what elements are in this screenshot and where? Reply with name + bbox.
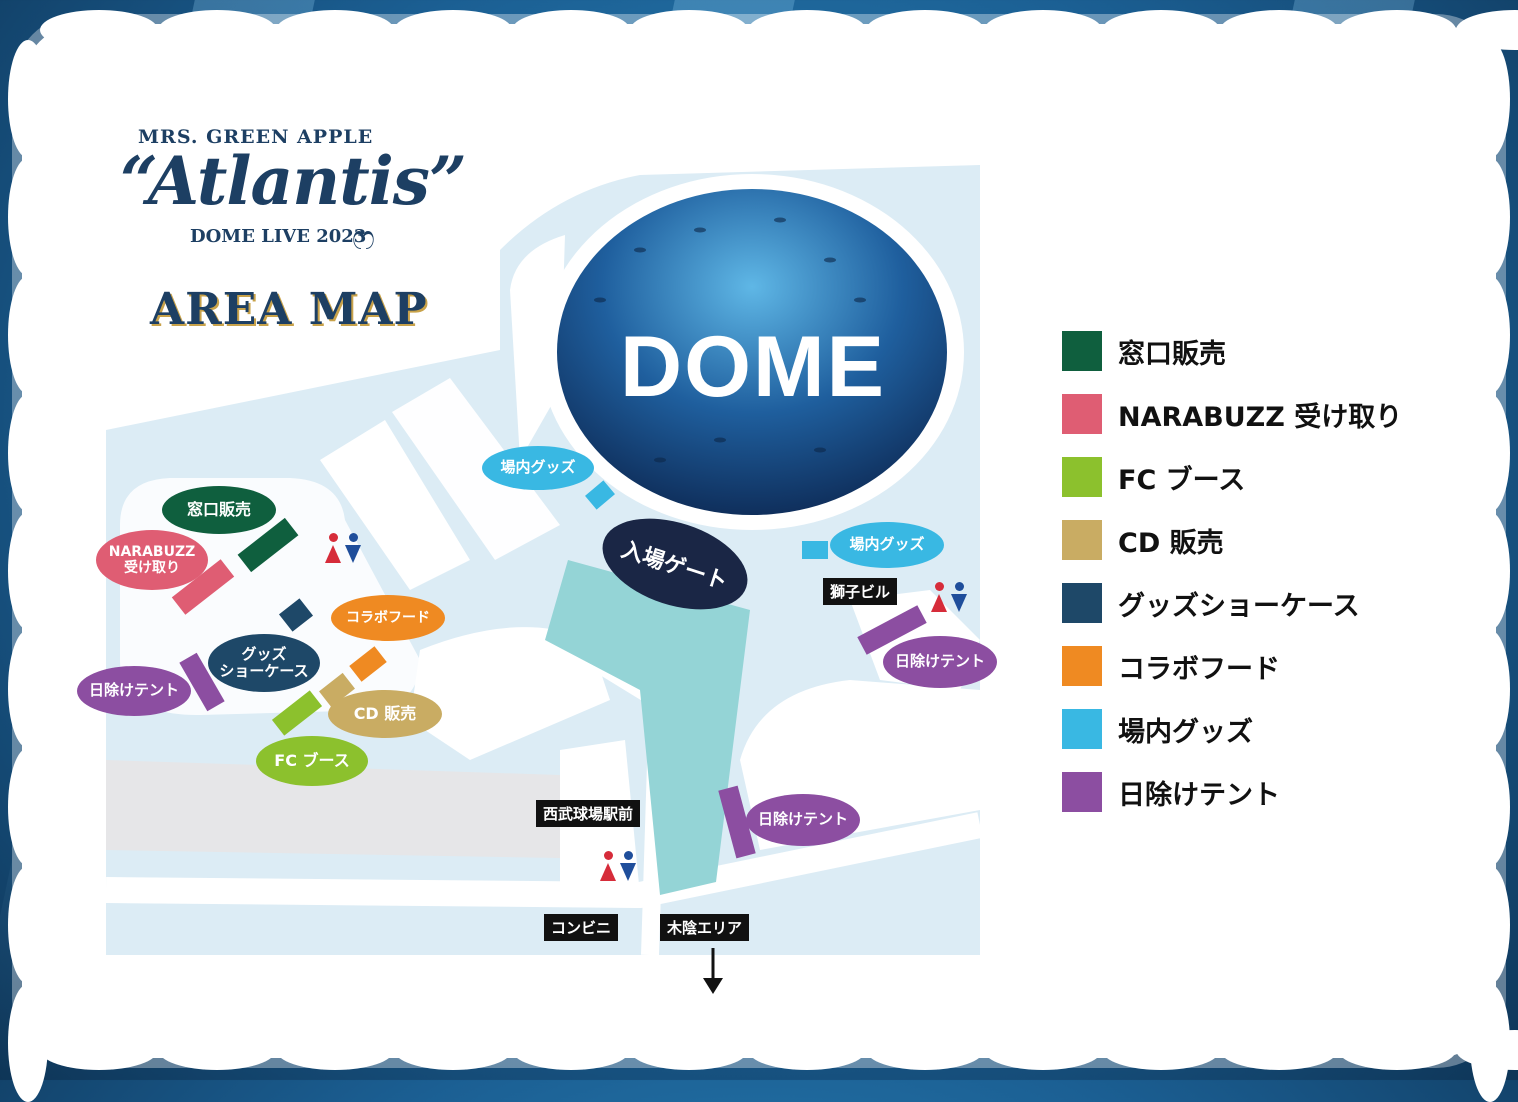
legend-swatch [1062, 646, 1102, 686]
area-map-title: AREA MAP [150, 284, 428, 335]
legend-label: NARABUZZ 受け取り [1118, 401, 1403, 433]
fish-mark [694, 227, 706, 233]
dome-image [557, 189, 947, 515]
restroom-icon [600, 851, 640, 887]
legend-swatch [1062, 583, 1102, 623]
legend-label: グッズショーケース [1118, 590, 1360, 622]
legend-item: NARABUZZ 受け取り [1062, 393, 1402, 435]
logo-title: “Atlantis” [120, 142, 467, 220]
legend-item: コラボフード [1062, 645, 1280, 687]
legend-item: CD 販売 [1062, 519, 1224, 561]
fish-mark [594, 297, 606, 303]
fish-mark [814, 447, 826, 453]
legend-swatch [1062, 331, 1102, 371]
arrow-down-icon [703, 948, 723, 994]
legend-swatch [1062, 520, 1102, 560]
building-block [410, 627, 610, 760]
fish-mark [774, 217, 786, 223]
fish-mark [634, 247, 646, 253]
tent-bottom-marker [718, 785, 756, 859]
legend-label: 窓口販売 [1118, 338, 1226, 370]
legend-label: コラボフード [1118, 653, 1280, 685]
booth-fc [271, 690, 323, 736]
road [105, 812, 983, 909]
place-shade-area: 木陰エリア [660, 914, 750, 941]
legend-label: 場内グッズ [1118, 716, 1253, 748]
venue-goods-right-marker [802, 541, 828, 559]
place-convenience-store: コンビニ [544, 914, 619, 941]
place-station: 西武球場駅前 [536, 800, 641, 827]
legend-swatch [1062, 457, 1102, 497]
legend-label: FC ブース [1118, 464, 1246, 496]
fish-mark [824, 257, 836, 263]
booth-narabuzz [171, 559, 235, 615]
label-collab-food: コラボフード [331, 595, 445, 641]
label-window-sales: 窓口販売 [162, 486, 276, 534]
restroom-icon [325, 533, 365, 569]
restroom-icon [931, 582, 971, 618]
fish-mark [854, 297, 866, 303]
plaza [545, 560, 750, 895]
legend-item: FC ブース [1062, 456, 1245, 498]
legend-item: 窓口販売 [1062, 330, 1226, 372]
fish-decoration [594, 217, 866, 463]
label-tent-left: 日除けテント [77, 666, 191, 716]
label-venue-goods-right: 場内グッズ [830, 522, 944, 568]
dome-label: DOME [620, 319, 886, 415]
building-block [392, 378, 560, 560]
venue-goods-left-marker [585, 480, 615, 510]
building-block [320, 420, 470, 590]
fish-mark [654, 457, 666, 463]
legend-swatch [1062, 709, 1102, 749]
fish-mark [714, 437, 726, 443]
label-cd-sales: CD 販売 [328, 690, 442, 738]
legend-item: 日除けテント [1062, 771, 1280, 813]
label-venue-goods-left: 場内グッズ [482, 446, 594, 490]
legend-item: 場内グッズ [1062, 708, 1253, 750]
booth-collab-food [349, 646, 387, 682]
label-tent-bottom: 日除けテント [746, 794, 860, 846]
legend-swatch [1062, 772, 1102, 812]
label-fc-booth: FC ブース [256, 736, 368, 786]
logo-subtitle: DOME LIVE 2023 [190, 226, 367, 247]
label-narabuzz: NARABUZZ 受け取り [96, 530, 208, 590]
legend-label: CD 販売 [1118, 527, 1224, 559]
label-goods-showcase: グッズ ショーケース [208, 634, 320, 692]
logo-brand: MRS. GREEN APPLE [138, 126, 374, 148]
label-tent-right: 日除けテント [883, 636, 997, 688]
legend-item: グッズショーケース [1062, 582, 1360, 624]
legend-swatch [1062, 394, 1102, 434]
seashell-icon: ෆ [352, 218, 376, 258]
legend-label: 日除けテント [1118, 779, 1280, 811]
tent-left-marker [179, 652, 225, 712]
booth-window-sales [237, 517, 299, 573]
booth-goods-showcase [278, 598, 314, 632]
gray-road [106, 760, 560, 858]
booth-cd-sales [319, 672, 355, 708]
place-lion-building: 獅子ビル [823, 578, 898, 605]
tent-right-marker [857, 605, 927, 655]
